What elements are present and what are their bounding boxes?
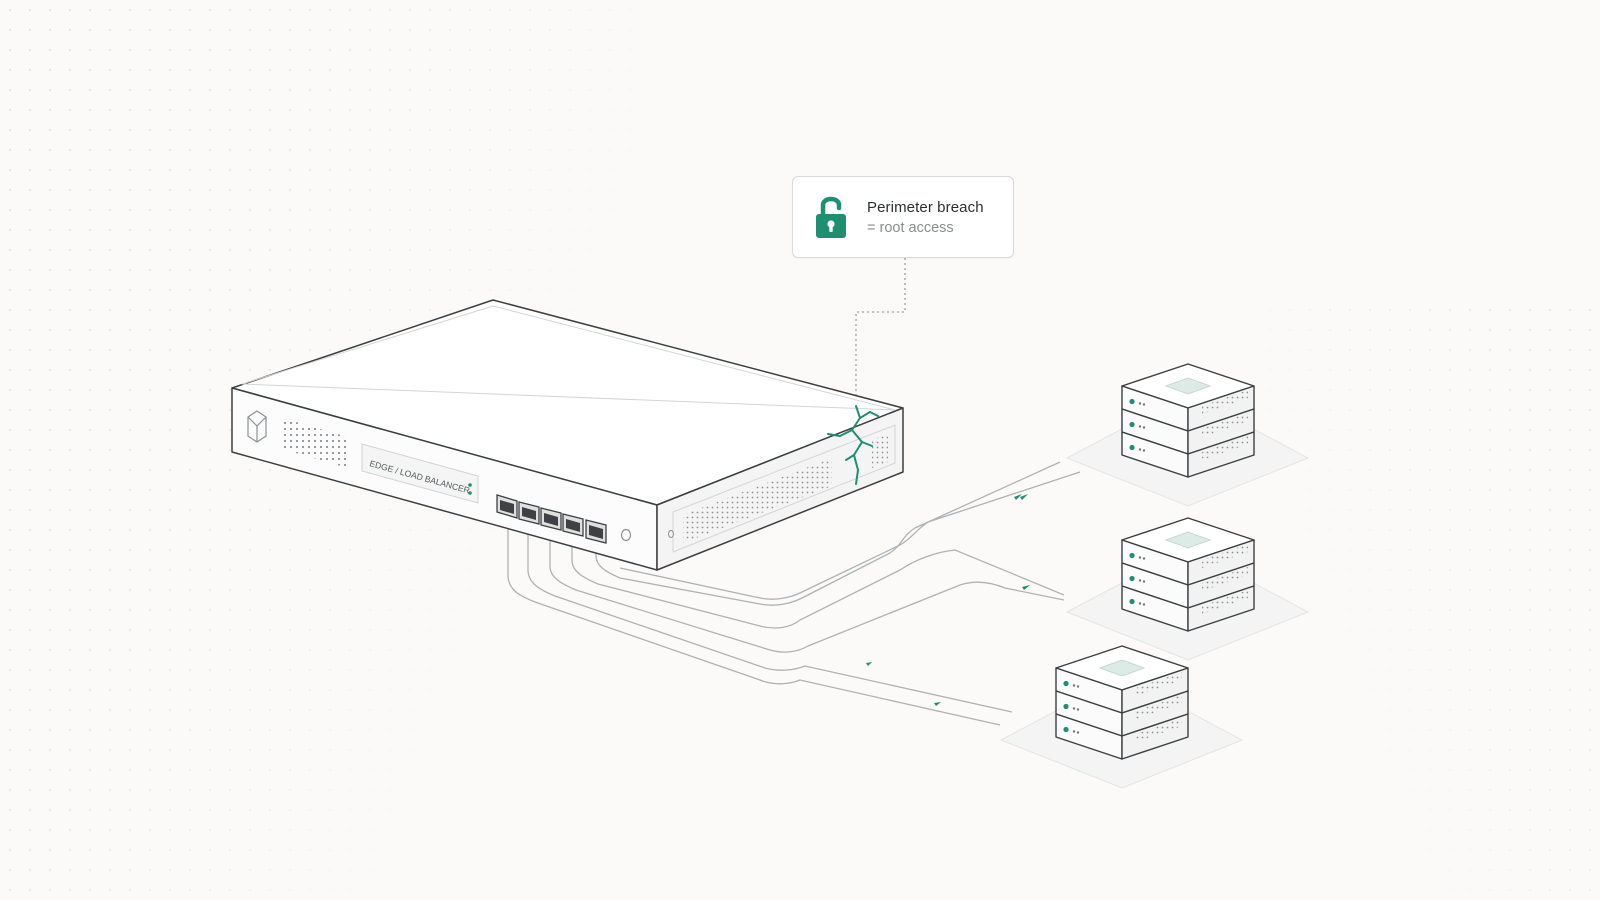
- server-indicator: [1139, 425, 1141, 427]
- server-indicator: [1143, 603, 1145, 605]
- unlocked-padlock-icon: [813, 193, 849, 241]
- server-indicator: [1143, 426, 1145, 428]
- server-stack-2: [1067, 518, 1308, 660]
- flow-arrow-3: [1022, 585, 1030, 590]
- flow-arrow-2: [1020, 494, 1028, 500]
- server-status-led: [1129, 553, 1134, 558]
- server-indicator: [1077, 708, 1079, 710]
- server-indicator: [1073, 707, 1075, 709]
- status-led-1: [468, 483, 472, 487]
- server-status-led: [1129, 576, 1134, 581]
- flow-arrow-4: [866, 662, 872, 666]
- server-indicator: [1139, 402, 1141, 404]
- server-status-led: [1129, 599, 1134, 604]
- server-stacks: [1001, 364, 1308, 788]
- server-status-led: [1129, 422, 1134, 427]
- server-indicator: [1073, 730, 1075, 732]
- cable-flow-arrows: [866, 494, 1030, 706]
- server-indicator: [1143, 580, 1145, 582]
- server-status-led: [1063, 727, 1068, 732]
- status-led-2: [468, 491, 472, 495]
- breach-callout: Perimeter breach = root access: [792, 176, 1014, 258]
- callout-title: Perimeter breach: [867, 199, 984, 216]
- server-status-led: [1129, 445, 1134, 450]
- server-indicator: [1139, 579, 1141, 581]
- server-stack-1: [1067, 364, 1308, 506]
- server-indicator: [1139, 602, 1141, 604]
- callout-subtitle: = root access: [867, 220, 954, 236]
- server-indicator: [1143, 557, 1145, 559]
- server-status-led: [1129, 399, 1134, 404]
- server-indicator: [1073, 684, 1075, 686]
- server-status-led: [1063, 704, 1068, 709]
- server-indicator: [1139, 448, 1141, 450]
- side-vent-grille-small: [872, 434, 888, 468]
- server-indicator: [1143, 403, 1145, 405]
- server-indicator: [1077, 731, 1079, 733]
- server-indicator: [1139, 556, 1141, 558]
- server-indicator: [1143, 449, 1145, 451]
- flow-arrow-5: [934, 702, 941, 706]
- server-status-led: [1063, 681, 1068, 686]
- server-stack-3: [1001, 646, 1242, 788]
- cable-1: [508, 520, 1000, 725]
- callout-leader-line: [856, 258, 905, 405]
- server-indicator: [1077, 685, 1079, 687]
